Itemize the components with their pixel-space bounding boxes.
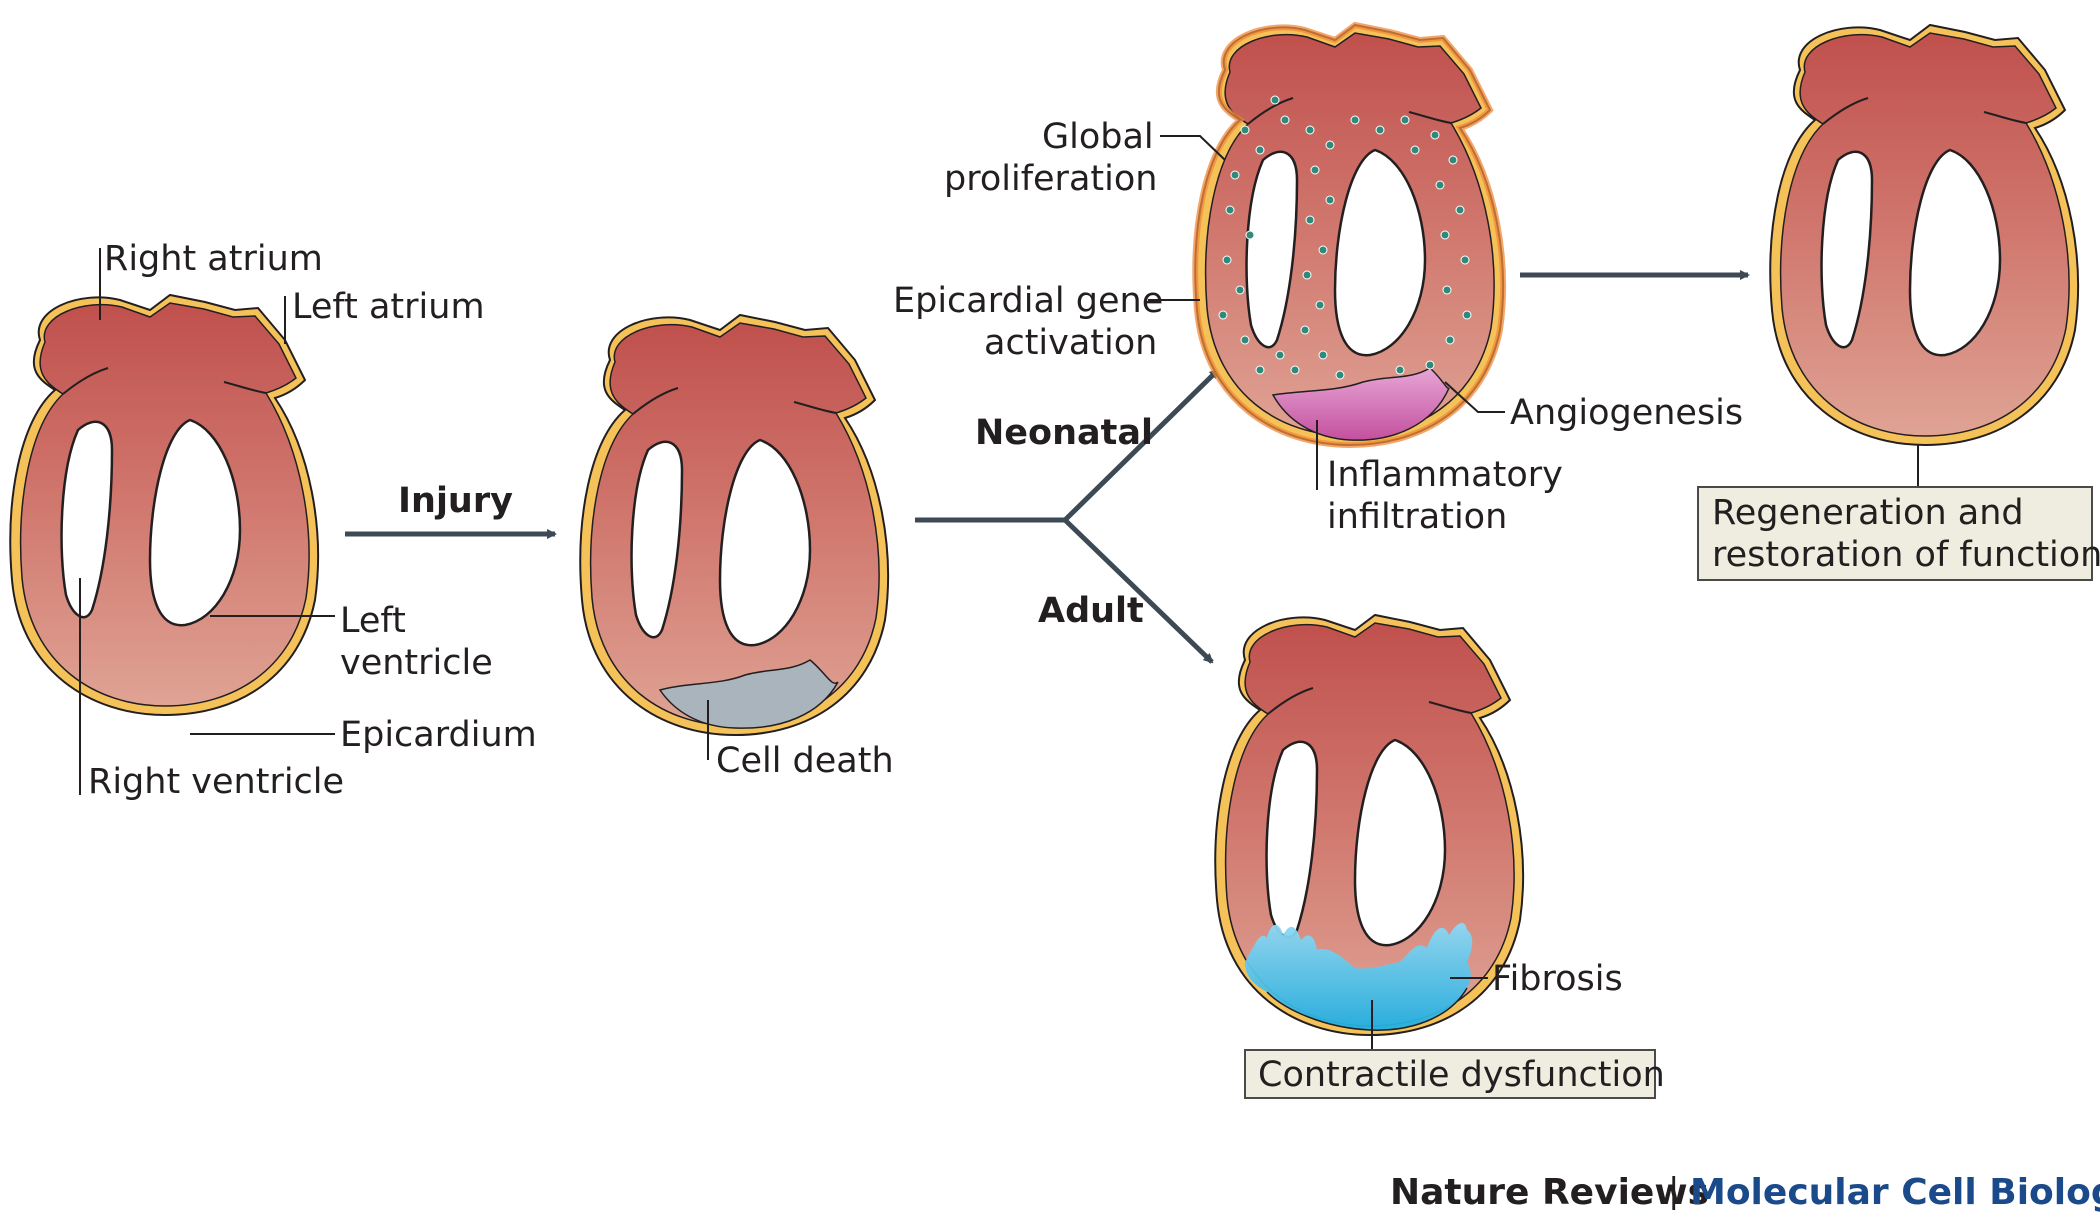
adult-heart [1214, 613, 1525, 1037]
cell-death-zone [658, 659, 839, 729]
label-injury: Injury [398, 481, 513, 521]
label-angiogenesis: Angiogenesis [1510, 393, 1743, 433]
regeneration-callout: Regeneration and restoration of function [1697, 445, 2100, 581]
fibrosis-zone [1245, 922, 1473, 1031]
proliferation-dots [1218, 95, 1472, 380]
label-inflammatory-line1: Inflammatory [1327, 455, 1563, 495]
label-contractile-dysfunction: Contractile dysfunction [1258, 1055, 1665, 1095]
normal-heart-labels: Right atrium Left atrium Left ventricle … [79, 239, 537, 802]
label-left-atrium: Left atrium [292, 287, 485, 327]
regenerated-heart [1769, 23, 2080, 447]
injured-heart [579, 313, 890, 737]
normal-heart [9, 293, 320, 717]
credit-separator: | [1668, 1171, 1679, 1211]
branch-arrows [915, 368, 1220, 664]
neonatal-heart-labels: Global proliferation Epicardial gene act… [893, 117, 1743, 537]
label-right-atrium: Right atrium [104, 239, 323, 279]
label-regeneration-line1: Regeneration and [1712, 493, 2024, 533]
journal-credit: Nature Reviews | Molecular Cell Biology [1390, 1171, 2100, 1213]
label-left-ventricle-line1: Left [340, 601, 406, 641]
label-fibrosis: Fibrosis [1492, 959, 1623, 999]
neonatal-heart [1192, 21, 1507, 449]
label-regeneration-line2: restoration of function [1712, 535, 2100, 575]
adult-heart-labels: Fibrosis Contractile dysfunction [1244, 959, 1665, 1099]
credit-subtitle: Molecular Cell Biology [1690, 1172, 2100, 1213]
label-inflammatory-line2: infiltration [1327, 497, 1507, 537]
label-epicardial-gene-line1: Epicardial gene [893, 281, 1163, 321]
label-left-ventricle-line2: ventricle [340, 643, 493, 683]
label-neonatal: Neonatal [975, 413, 1153, 453]
label-global-proliferation-line2: proliferation [944, 159, 1157, 199]
injured-heart-labels: Cell death [707, 700, 894, 781]
label-adult: Adult [1038, 591, 1144, 631]
label-global-proliferation-line1: Global [1042, 117, 1154, 157]
label-cell-death: Cell death [716, 741, 894, 781]
credit-journal: Nature Reviews [1390, 1172, 1709, 1213]
label-right-ventricle: Right ventricle [88, 762, 344, 802]
label-epicardial-gene-line2: activation [984, 323, 1157, 363]
label-epicardium: Epicardium [340, 715, 537, 755]
